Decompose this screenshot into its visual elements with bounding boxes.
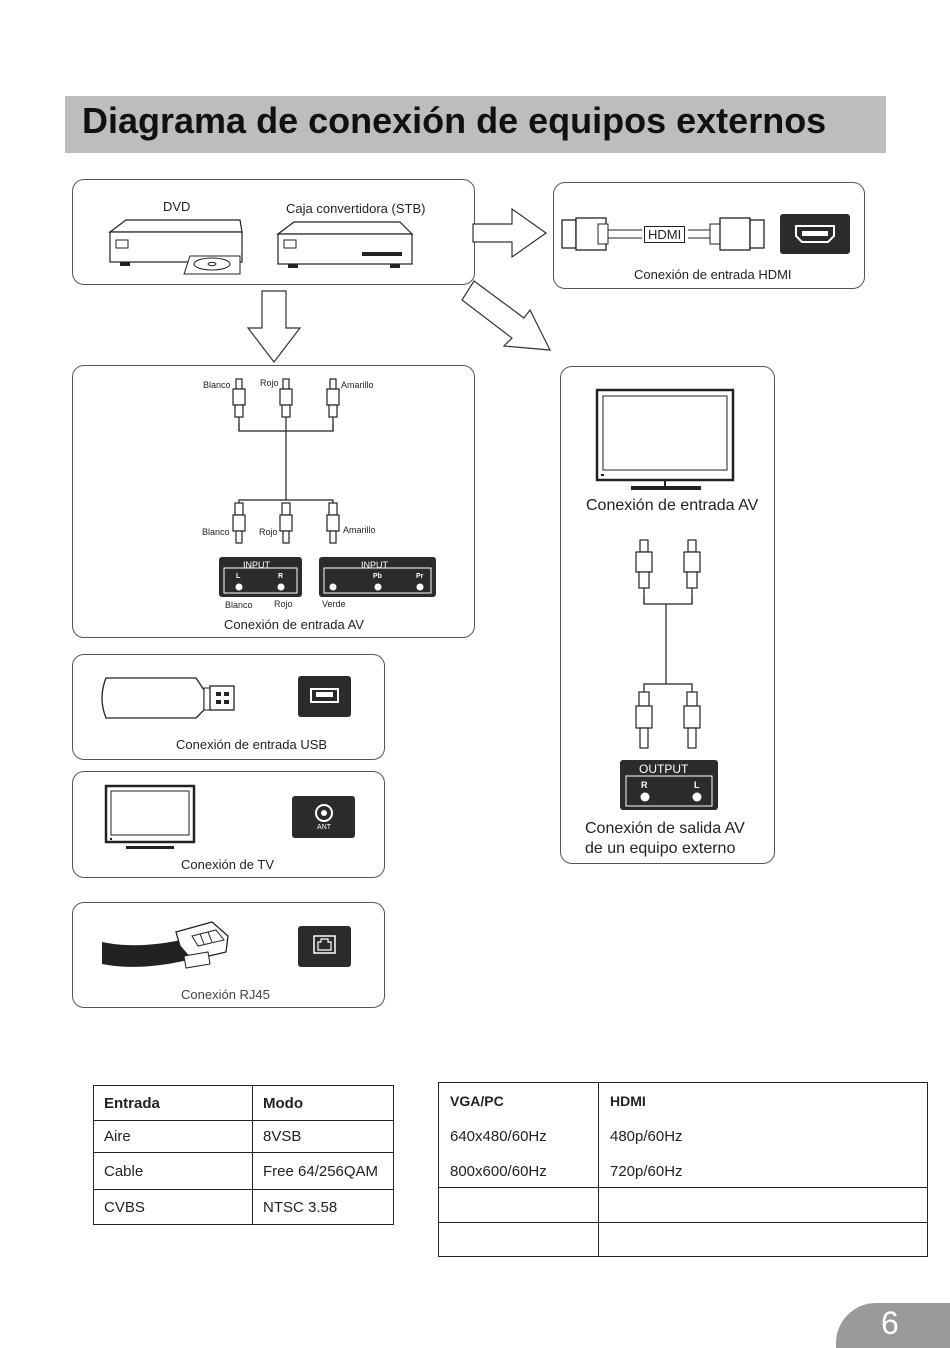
title-bar [65, 96, 886, 153]
antenna-port-icon: ANT [292, 796, 355, 838]
dvd-label: DVD [163, 199, 191, 214]
table-row: CVBS NTSC 3.58 [93, 1189, 394, 1225]
table-cell: Free 64/256QAM [252, 1152, 394, 1190]
rca-output-cable-icon [635, 539, 701, 749]
page-number: 6 [881, 1305, 899, 1341]
page-number-tab: 6 [836, 1303, 950, 1348]
input-lr-title: INPUT [243, 560, 270, 570]
port-l-out-label: L [694, 780, 700, 790]
table-cell: 800x600/60Hz [450, 1163, 547, 1180]
table-cell: 8VSB [252, 1120, 394, 1153]
table-cell: Aire [93, 1120, 253, 1153]
hdmi-cable-label: HDMI [644, 226, 686, 243]
table-cell: NTSC 3.58 [252, 1189, 394, 1225]
input-component-jacks-icon [323, 567, 432, 594]
top-label-red: Rojo [260, 378, 279, 388]
bottom-label-red: Rojo [274, 599, 293, 609]
input-mode-table: Entrada Modo Aire 8VSB Cable Free 64/256… [93, 1085, 394, 1225]
dvd-player-icon [108, 219, 243, 275]
arrow-diagonal-icon [461, 280, 552, 351]
port-pr-label: Pr [416, 573, 424, 580]
top-label-white: Blanco [203, 380, 231, 390]
tv-caption: Conexión de TV [181, 857, 274, 872]
bottom-label-green: Verde [322, 599, 346, 609]
table-cell: 720p/60Hz [610, 1163, 683, 1180]
av-output-caption-1: Conexión de salida AV [585, 820, 745, 837]
rj45-port-icon [298, 926, 351, 967]
port-pb-label: Pb [373, 573, 382, 580]
av-input-caption: Conexión de entrada AV [224, 617, 364, 632]
table-header-cell: VGA/PC [450, 1093, 504, 1109]
input-component-panel: INPUT Pb Pr [319, 557, 436, 597]
table-cell: CVBS [93, 1189, 253, 1225]
input-lr-jacks-icon [223, 567, 298, 594]
usb-caption: Conexión de entrada USB [176, 737, 328, 752]
usb-stick-icon [101, 677, 235, 719]
mid-label-white: Blanco [202, 527, 230, 537]
table-cell: 480p/60Hz [610, 1128, 683, 1145]
stb-label: Caja convertidora (STB) [286, 201, 426, 216]
hdmi-cable-icon [561, 217, 765, 251]
resolution-table: VGA/PC HDMI 640x480/60Hz 480p/60Hz 800x6… [438, 1082, 928, 1257]
input-lr-panel: INPUT L R [219, 557, 302, 597]
set-top-box-icon [276, 221, 414, 268]
tv-icon [104, 784, 196, 849]
table-header-row: Entrada Modo [93, 1085, 394, 1121]
top-label-yellow: Amarillo [341, 380, 374, 390]
av-output-top-caption: Conexión de entrada AV [586, 497, 759, 514]
hdmi-caption: Conexión de entrada HDMI [634, 267, 792, 282]
table-row: Cable Free 64/256QAM [93, 1152, 394, 1190]
ant-label: ANT [317, 824, 331, 831]
table-cell: 640x480/60Hz [450, 1128, 547, 1145]
bottom-label-white: Blanco [225, 600, 253, 610]
table-header-cell: Modo [252, 1085, 394, 1121]
input-component-title: INPUT [361, 560, 388, 570]
page-title: Diagrama de conexión de equipos externos [82, 100, 827, 141]
table-header-cell: HDMI [610, 1093, 646, 1109]
output-title: OUTPUT [639, 762, 689, 776]
rca-cable-icon [232, 378, 340, 544]
port-r-label: R [278, 573, 284, 580]
port-l-label: L [236, 573, 241, 580]
table-header-cell: Entrada [93, 1085, 253, 1121]
mid-label-yellow: Amarillo [343, 525, 376, 535]
rj45-caption: Conexión RJ45 [181, 987, 270, 1002]
port-r-out-label: R [641, 780, 648, 790]
arrow-right-icon [472, 207, 548, 259]
arrow-down-icon [246, 290, 302, 363]
output-jacks-icon [625, 775, 713, 807]
table-row: Aire 8VSB [93, 1120, 394, 1153]
hdmi-port-icon [780, 214, 850, 254]
mid-label-red: Rojo [259, 527, 278, 537]
av-output-caption-2: de un equipo externo [585, 840, 736, 857]
usb-port-icon [298, 676, 351, 717]
output-panel: OUTPUT R L [620, 760, 718, 810]
ethernet-cable-icon [102, 921, 229, 969]
monitor-icon [595, 388, 735, 490]
table-cell: Cable [93, 1152, 253, 1190]
